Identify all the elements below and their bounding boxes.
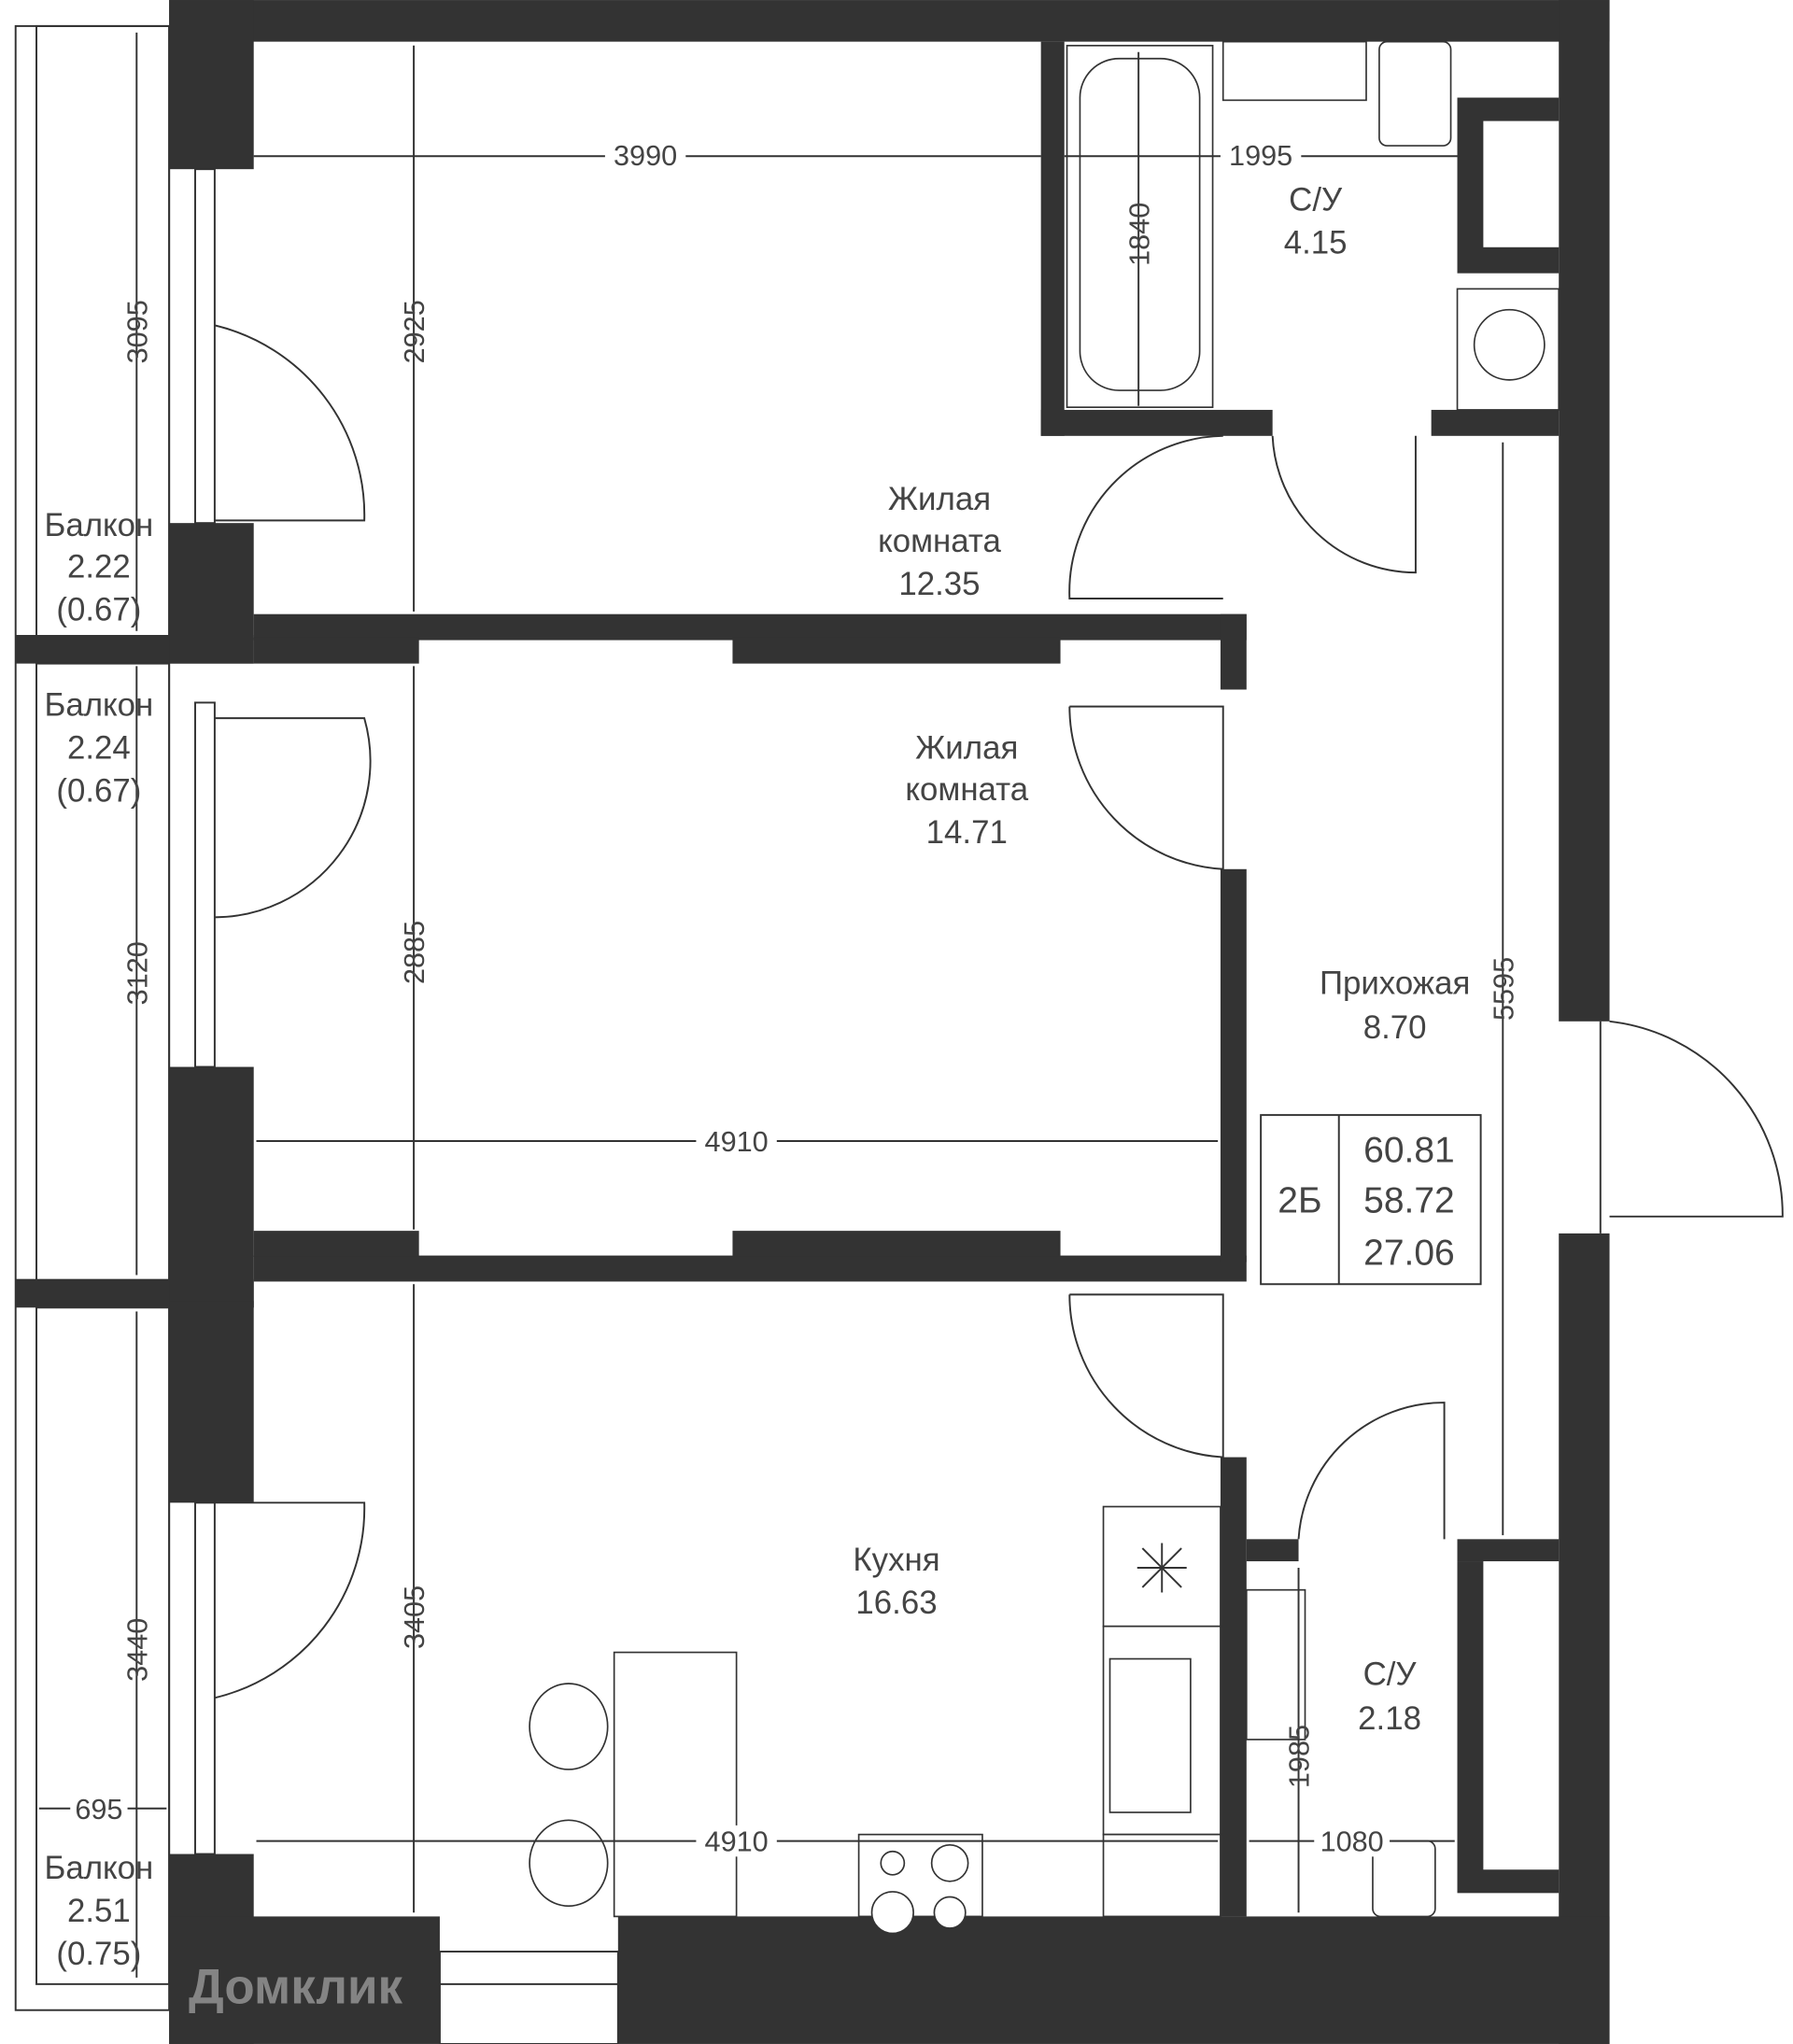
walls [169, 0, 1610, 2044]
fixtures [529, 40, 1560, 1935]
room-labels: Жилая комната 12.35 Жилая комната 14.71 … [45, 182, 1471, 1972]
living1-name2: комната [878, 523, 1001, 559]
dim-4910-kitchen: 4910 [705, 1826, 769, 1858]
kitchen-area: 16.63 [855, 1585, 937, 1621]
hall-area: 8.70 [1363, 1009, 1427, 1046]
dim-2885: 2885 [399, 921, 431, 984]
total-area: 60.81 [1363, 1130, 1455, 1170]
dim-5595: 5595 [1488, 957, 1519, 1021]
hall-name: Прихожая [1320, 966, 1470, 1002]
balcony1-name: Балкон [45, 507, 154, 543]
balcony1-area: 2.22 [67, 549, 131, 585]
summary-box: 2Б 60.81 58.72 27.06 [1260, 1114, 1482, 1286]
living1-area: 12.35 [898, 566, 980, 602]
dimension-labels: 3990 1995 1840 3095 2925 3120 2885 4910 … [70, 137, 1519, 1858]
watermark-logo: Домклик [189, 1960, 402, 2015]
dim-1985: 1985 [1284, 1725, 1316, 1788]
living2-area: 14.71 [926, 814, 1008, 851]
balcony2-name: Балкон [45, 686, 154, 723]
dim-3440: 3440 [121, 1618, 153, 1682]
balcony3-area: 2.51 [67, 1893, 131, 1929]
dim-1840: 1840 [1123, 203, 1155, 266]
apartment-type: 2Б [1278, 1181, 1321, 1221]
bath2-area: 2.18 [1358, 1700, 1421, 1737]
living2-name2: комната [905, 771, 1028, 808]
bath1-area: 4.15 [1284, 225, 1348, 261]
dim-2925: 2925 [399, 300, 431, 363]
living-area: 27.06 [1363, 1233, 1455, 1273]
dim-1080: 1080 [1320, 1826, 1384, 1858]
doors [194, 168, 1784, 1855]
dim-4910-room: 4910 [705, 1126, 769, 1158]
living2-name: Жилая [915, 729, 1018, 766]
living1-name: Жилая [888, 481, 991, 517]
dim-1995: 1995 [1229, 140, 1292, 172]
dim-695: 695 [75, 1794, 122, 1826]
kitchen-name: Кухня [853, 1542, 939, 1578]
balcony2-reduced: (0.67) [56, 772, 141, 809]
sink [1221, 40, 1367, 102]
toilet [1378, 40, 1452, 147]
dim-3095: 3095 [121, 300, 153, 363]
bath1-name: С/У [1289, 182, 1343, 218]
balcony3-name: Балкон [45, 1850, 154, 1886]
dim-3990: 3990 [614, 140, 677, 172]
balcony2-area: 2.24 [67, 729, 131, 766]
area-without-balconies: 58.72 [1363, 1181, 1455, 1221]
balcony1-reduced: (0.67) [56, 592, 141, 628]
bath2-name: С/У [1363, 1656, 1418, 1692]
dim-3405: 3405 [399, 1586, 431, 1649]
table [613, 1651, 738, 1918]
hood-fan-icon [1137, 1543, 1187, 1593]
balcony3-reduced: (0.75) [56, 1936, 141, 1972]
dim-3120: 3120 [121, 941, 153, 1005]
bath2-sink [1245, 1588, 1306, 1741]
